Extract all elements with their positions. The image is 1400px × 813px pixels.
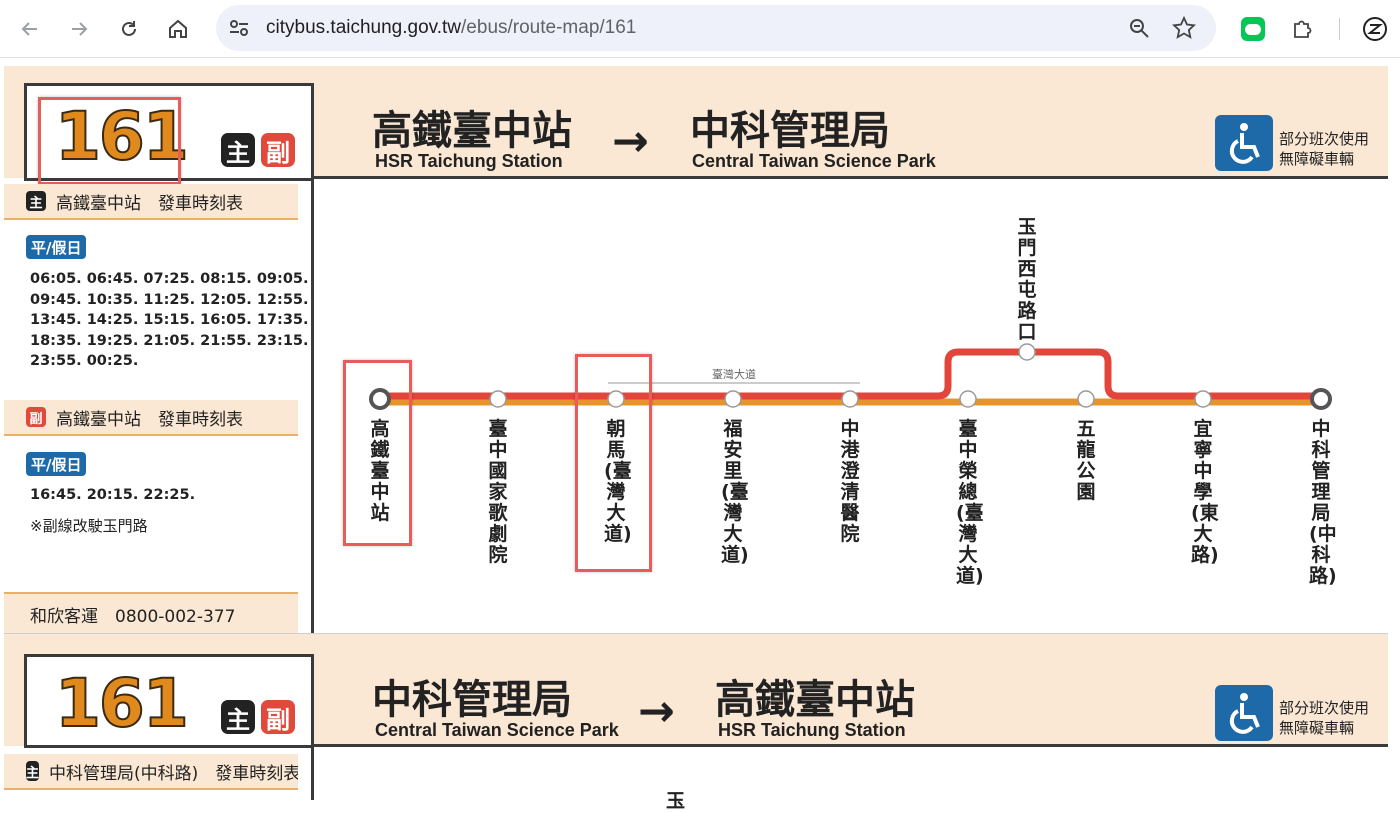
profile-avatar-icon (1363, 17, 1387, 41)
route2-number: 161 (54, 665, 190, 742)
route2-accessibility-badge (1215, 685, 1273, 741)
stop-label[interactable]: 中科管理局(中科路) (1309, 418, 1337, 587)
puzzle-piece-icon (1294, 20, 1312, 38)
extensions-button[interactable] (1285, 11, 1321, 47)
branch-stop-dot (1018, 343, 1036, 361)
toolbar-divider (1339, 18, 1340, 40)
stop-dot (724, 390, 742, 408)
route2-schedule-header: 主 中科管理局(中科路) 發車時刻表 (4, 754, 298, 790)
wheelchair-icon (1229, 693, 1260, 734)
stop-label[interactable]: 臺中榮總(臺灣大道) (956, 418, 984, 587)
route2-sub-tag: 副 (261, 700, 295, 734)
main-line-tag: 主 (221, 133, 255, 167)
line-app-icon (1241, 17, 1265, 41)
route2-panel-divider (311, 746, 314, 800)
route2-number-box: 161 主 副 (24, 654, 314, 748)
reload-icon (122, 21, 136, 36)
main-tag-small: 主 (26, 191, 46, 211)
route2-header-divider (314, 744, 1388, 747)
url-text[interactable]: citybus.taichung.gov.tw/ebus/route-map/1… (266, 17, 636, 39)
stop-dot (489, 390, 507, 408)
stop-label[interactable]: 臺中國家歌劇院 (488, 418, 508, 566)
sub-route-line (380, 348, 1321, 400)
stop-dot (369, 388, 391, 410)
stop-label[interactable]: 福安里(臺灣大道) (721, 418, 749, 566)
main-day-type-badge: 平/假日 (26, 235, 87, 259)
route2-origin-english: Central Taiwan Science Park (375, 720, 619, 740)
stop-label[interactable]: 朝馬(臺灣大道) (604, 418, 632, 545)
chaoma-stop-highlight (575, 354, 652, 572)
bookmark-star-icon[interactable] (1172, 16, 1196, 40)
destination-english: Central Taiwan Science Park (692, 151, 936, 171)
browser-toolbar: citybus.taichung.gov.tw/ebus/route-map/1… (0, 0, 1400, 58)
route2-main-tag: 主 (221, 700, 255, 734)
accessibility-badge (1215, 115, 1273, 171)
main-schedule-title: 高鐵臺中站 發車時刻表 (56, 193, 243, 214)
sub-schedule-title: 高鐵臺中站 發車時刻表 (56, 409, 243, 430)
route2-schedule-title: 中科管理局(中科路) 發車時刻表 (49, 763, 298, 784)
route-map-page: 161 主 副 高鐵臺中站 HSR Taichung Station → 中科管… (0, 58, 1400, 812)
sub-schedule-header: 副 高鐵臺中站 發車時刻表 (4, 400, 298, 436)
direction-arrow: → (612, 116, 649, 167)
forward-button[interactable] (61, 11, 97, 47)
home-button[interactable] (160, 11, 196, 47)
route2-main-tag-small: 主 (26, 761, 40, 781)
profile-button[interactable] (1357, 11, 1393, 47)
back-button[interactable] (12, 11, 48, 47)
stop-label[interactable]: 五龍公園 (1076, 418, 1096, 503)
route2-destination-name: 高鐵臺中站 (715, 677, 915, 723)
stop-dot (1194, 390, 1212, 408)
stop-label[interactable]: 中港澄清醫院 (840, 418, 860, 545)
stop-dot (1077, 390, 1095, 408)
origin-english: HSR Taichung Station (375, 151, 563, 171)
zoom-icon[interactable] (1128, 17, 1150, 39)
wheelchair-icon (1229, 123, 1260, 164)
destination-name: 中科管理局 (690, 108, 890, 154)
site-settings-icon[interactable] (228, 18, 250, 38)
accessibility-note-line1: 部分班次使用 (1279, 130, 1370, 148)
sub-tag-small: 副 (26, 407, 46, 427)
branch-stop-label[interactable]: 玉門西屯路口 (1017, 216, 1037, 343)
address-bar[interactable]: citybus.taichung.gov.tw/ebus/route-map/1… (216, 5, 1216, 51)
route2-accessibility-line1: 部分班次使用 (1279, 699, 1370, 717)
route-number-highlight (38, 97, 181, 185)
route2-direction-arrow: → (638, 686, 675, 737)
panel-divider (311, 178, 314, 634)
stop-dot (607, 390, 625, 408)
first-stop-highlight (343, 360, 412, 546)
main-departure-times: 06:05. 06:45. 07:25. 08:15. 09:05. 09:45… (30, 271, 309, 369)
operator-info: 和欣客運 0800-002-377 (4, 592, 298, 634)
sub-day-type-badge: 平/假日 (26, 452, 87, 476)
stop-dot (841, 390, 859, 408)
operator-contact: 和欣客運 0800-002-377 (30, 606, 236, 627)
stop-dot (959, 390, 977, 408)
route-map-diagram: 臺灣大道 (369, 343, 1332, 410)
url-path: /ebus/route-map/161 (461, 17, 637, 38)
reload-button[interactable] (111, 11, 147, 47)
sub-departure-times: 16:45. 20:15. 22:25. (30, 487, 196, 503)
back-arrow-icon (21, 22, 37, 36)
stop-label[interactable]: 宜寧中學(東大路) (1191, 418, 1219, 566)
home-icon (169, 19, 187, 38)
main-schedule-header: 主 高鐵臺中站 發車時刻表 (4, 184, 298, 220)
accessibility-note-line2: 無障礙車輛 (1279, 150, 1355, 168)
route2-accessibility-line2: 無障礙車輛 (1279, 719, 1355, 737)
route2-destination-english: HSR Taichung Station (718, 720, 906, 740)
stop-label[interactable]: 高鐵臺中站 (370, 418, 390, 524)
stop-dot (1310, 388, 1332, 410)
route-number: 161 (54, 98, 190, 175)
road-label: 臺灣大道 (712, 367, 756, 381)
forward-arrow-icon (72, 22, 88, 36)
url-host: citybus.taichung.gov.tw (266, 17, 462, 38)
origin-name: 高鐵臺中站 (372, 108, 572, 154)
sub-line-tag: 副 (261, 133, 295, 167)
header-divider (314, 176, 1388, 179)
route2-origin-name: 中科管理局 (372, 677, 572, 723)
sub-line-note: ※副線改駛玉門路 (30, 517, 148, 535)
section-separator (4, 633, 1388, 634)
line-extension-button[interactable] (1235, 11, 1271, 47)
